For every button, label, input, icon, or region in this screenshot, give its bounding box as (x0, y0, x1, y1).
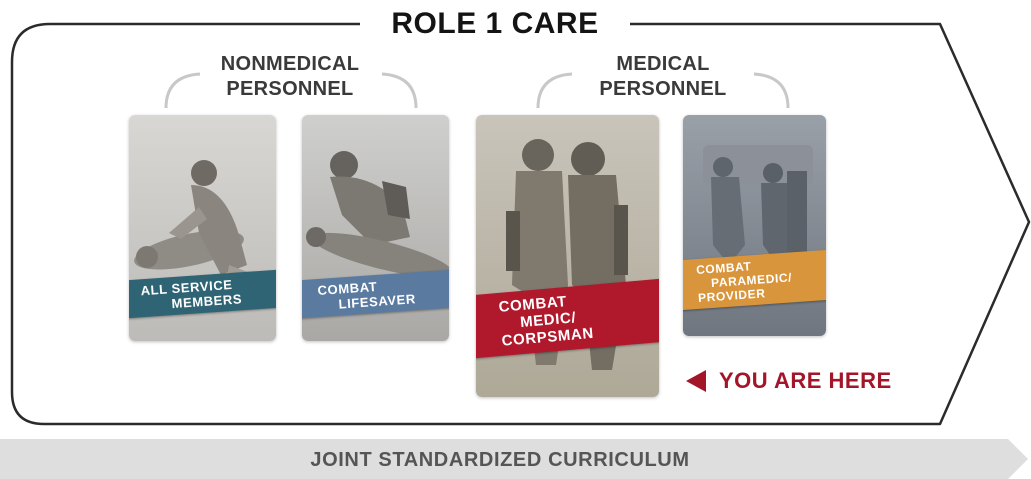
card-combat-paramedic-provider: COMBAT PARAMEDIC/ PROVIDER (683, 115, 826, 336)
card-label-combat-paramedic-provider: COMBAT PARAMEDIC/ PROVIDER (683, 249, 826, 311)
nonmedical-bracket (164, 72, 418, 109)
service-member-cpr-photo (129, 115, 276, 341)
medical-personnel-label: MEDICAL PERSONNEL (599, 53, 727, 100)
nonmedical-personnel-label: NONMEDICAL PERSONNEL (220, 53, 360, 100)
medical-bracket (536, 72, 790, 109)
page-title: ROLE 1 CARE (360, 4, 630, 44)
you-are-here-indicator: YOU ARE HERE (686, 366, 892, 396)
left-arrow-icon (686, 370, 706, 392)
card-all-service-members: ALL SERVICE MEMBERS (129, 115, 276, 341)
curriculum-arrow-bar (0, 439, 1028, 479)
you-are-here-label: YOU ARE HERE (719, 368, 892, 393)
card-combat-lifesaver: COMBAT LIFESAVER (302, 115, 449, 341)
curriculum-label: JOINT STANDARDIZED CURRICULUM (310, 449, 690, 471)
card-combat-medic-corpsman: COMBAT MEDIC/ CORPSMAN (476, 115, 659, 397)
